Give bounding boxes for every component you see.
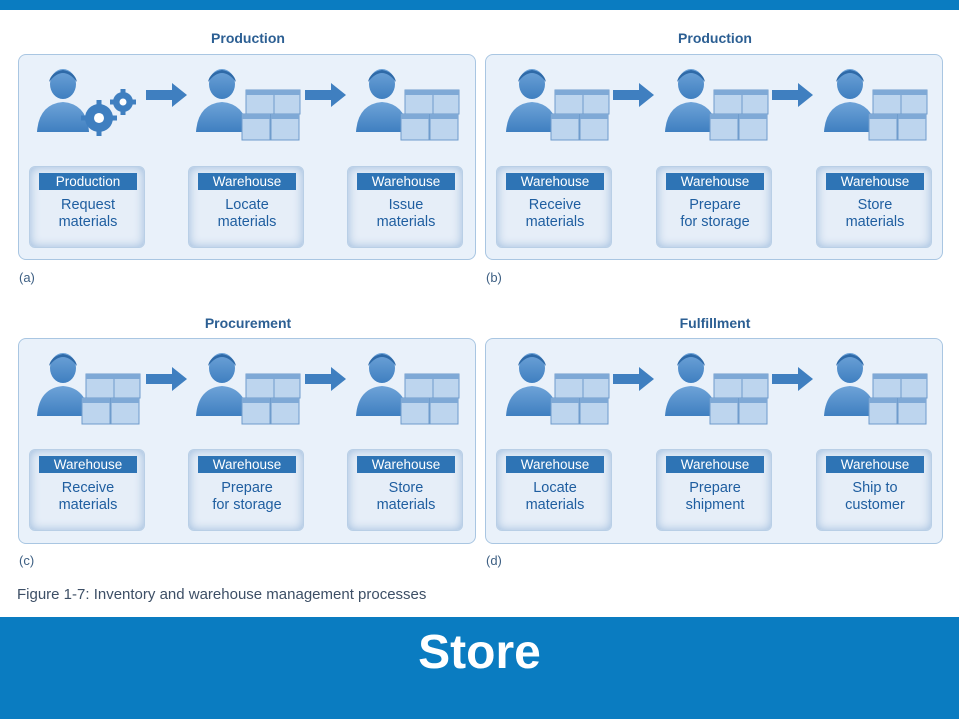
step-role-label: Warehouse [826,456,924,473]
panel-a-title: Production [211,30,285,46]
arrow-right-icon [772,82,814,108]
step-role-label: Warehouse [826,173,924,190]
boxes-icon [80,368,142,426]
boxes-icon [399,368,461,426]
panel-d-title: Fulfillment [679,315,751,331]
boxes-icon [708,368,770,426]
person-icon [33,62,93,132]
boxes-icon [240,84,302,142]
person-icon [820,62,880,132]
panel-b-title: Production [678,30,752,46]
arrow-right-icon [146,366,188,392]
person-icon [352,62,412,132]
person-icon [661,62,721,132]
panel-c-label: (c) [19,553,35,568]
gears-icon [79,86,139,138]
person-icon [502,346,562,416]
boxes-icon [399,84,461,142]
arrow-right-icon [772,366,814,392]
boxes-icon [867,368,929,426]
arrow-right-icon [613,82,655,108]
step-role-label: Production [39,173,137,190]
person-icon [352,346,412,416]
panel-d-label: (d) [486,553,502,568]
panel-a-label: (a) [19,270,35,285]
step-role-label: Warehouse [357,456,455,473]
panel-b-label: (b) [486,270,502,285]
arrow-right-icon [305,82,347,108]
step-role-label: Warehouse [666,456,764,473]
step-role-label: Warehouse [198,173,296,190]
person-icon [192,346,252,416]
person-icon [820,346,880,416]
step-role-label: Warehouse [198,456,296,473]
arrow-right-icon [146,82,188,108]
step-role-label: Warehouse [357,173,455,190]
step-role-label: Warehouse [506,456,604,473]
person-icon [661,346,721,416]
step-role-label: Warehouse [39,456,137,473]
top-accent-bar [0,0,959,10]
person-icon [192,62,252,132]
person-icon [33,346,93,416]
boxes-icon [240,368,302,426]
boxes-icon [708,84,770,142]
boxes-icon [549,368,611,426]
slide-title: Store [418,626,541,679]
arrow-right-icon [613,366,655,392]
panel-c-title: Procurement [204,315,292,331]
boxes-icon [549,84,611,142]
arrow-right-icon [305,366,347,392]
step-role-label: Warehouse [506,173,604,190]
step-role-label: Warehouse [666,173,764,190]
boxes-icon [867,84,929,142]
footer-bar [0,617,959,719]
person-icon [502,62,562,132]
figure-caption: Figure 1-7: Inventory and warehouse mana… [17,586,427,603]
